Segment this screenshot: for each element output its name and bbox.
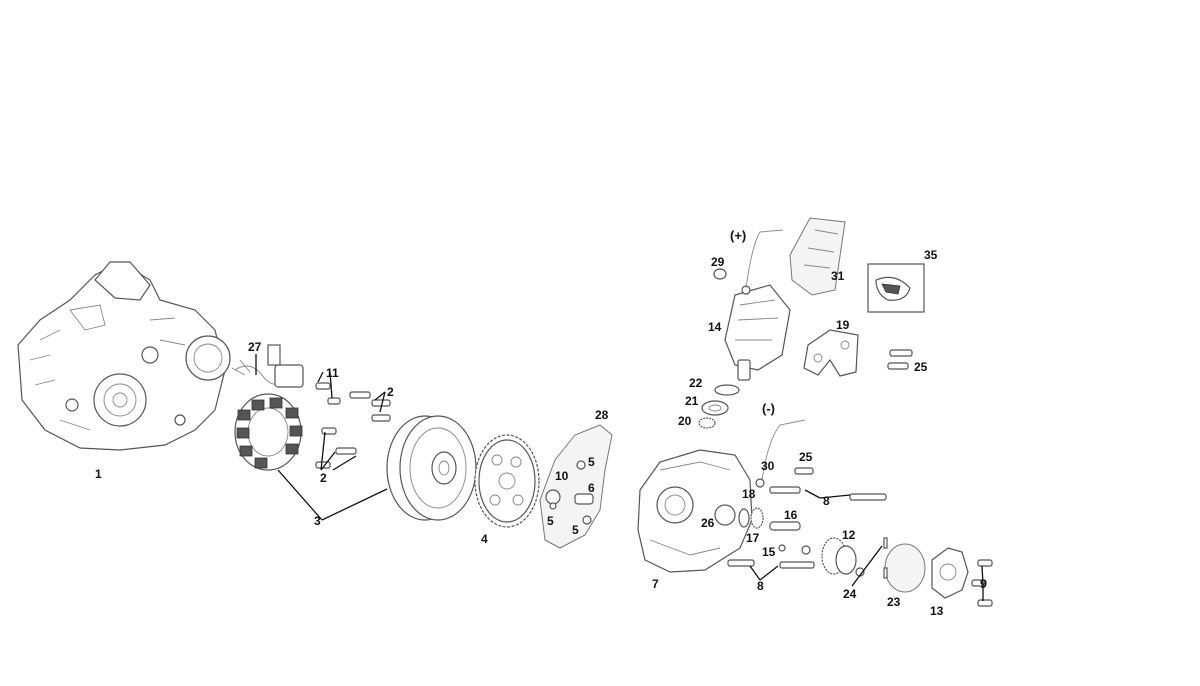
callout-27: 27 xyxy=(248,340,262,354)
callout-20: 20 xyxy=(678,414,692,428)
callout-14: 14 xyxy=(708,320,722,334)
flywheel-part-3 xyxy=(386,415,477,521)
callout-2: 2 xyxy=(320,471,327,485)
callout-12: 12 xyxy=(842,528,856,542)
callout-9: 9 xyxy=(980,577,987,591)
callout-15: 15 xyxy=(762,545,776,559)
gasket-part-23 xyxy=(883,537,926,593)
callout-26: 26 xyxy=(701,516,715,530)
crankcase-part-1 xyxy=(17,261,231,451)
callout-22: 22 xyxy=(689,376,703,390)
callout-8: 8 xyxy=(757,579,764,593)
starter-motor-part-14 xyxy=(713,229,791,381)
leader-lines xyxy=(255,354,984,601)
positive-polarity-label: (+) xyxy=(730,228,746,243)
bolts-part-8 xyxy=(727,467,887,569)
callout-18: 18 xyxy=(742,487,756,501)
callout-17: 17 xyxy=(746,531,760,545)
callout-11: 11 xyxy=(326,366,339,380)
callout-labels: 1 2 2 3 4 5 5 5 6 7 8 8 9 10 11 12 13 14… xyxy=(95,228,987,618)
negative-polarity-label: (-) xyxy=(762,401,775,416)
callout-21: 21 xyxy=(685,394,699,408)
callout-7: 7 xyxy=(652,577,659,591)
decal-part-35 xyxy=(867,263,925,313)
screws-part-11-2 xyxy=(315,382,391,469)
callout-6: 6 xyxy=(588,481,595,495)
callout-13: 13 xyxy=(930,604,944,618)
stator-part xyxy=(234,393,303,471)
callout-25: 25 xyxy=(914,360,928,374)
callout-5: 5 xyxy=(547,514,554,528)
callout-10: 10 xyxy=(555,469,569,483)
callout-28: 28 xyxy=(595,408,609,422)
callout-19: 19 xyxy=(836,318,850,332)
bracket-part-19 xyxy=(803,329,859,377)
callout-23: 23 xyxy=(887,595,901,609)
callout-1: 1 xyxy=(95,467,102,481)
callout-25: 25 xyxy=(799,450,813,464)
callout-4: 4 xyxy=(481,532,488,546)
callout-30: 30 xyxy=(761,459,775,473)
callout-3: 3 xyxy=(314,514,321,528)
outer-cover-part-13 xyxy=(931,547,993,607)
pickup-sensor-part-27 xyxy=(231,344,304,388)
callout-5: 5 xyxy=(588,455,595,469)
washers-part-20-21-22 xyxy=(698,384,740,429)
ignition-cover-part-7 xyxy=(637,449,753,573)
gear-train-parts xyxy=(738,507,865,577)
callout-16: 16 xyxy=(784,508,798,522)
starter-gear-part-4 xyxy=(474,434,540,528)
callout-29: 29 xyxy=(711,255,725,269)
negative-cable-part-30 xyxy=(755,419,806,488)
callout-5: 5 xyxy=(572,523,579,537)
gasket-part-28 xyxy=(539,424,613,549)
callout-24: 24 xyxy=(843,587,857,601)
callout-35: 35 xyxy=(924,248,938,262)
callout-8: 8 xyxy=(823,494,830,508)
callout-2: 2 xyxy=(387,385,394,399)
callout-31: 31 xyxy=(831,269,845,283)
bolts-part-25 xyxy=(887,349,913,370)
starter-cover-part-31 xyxy=(789,217,846,296)
